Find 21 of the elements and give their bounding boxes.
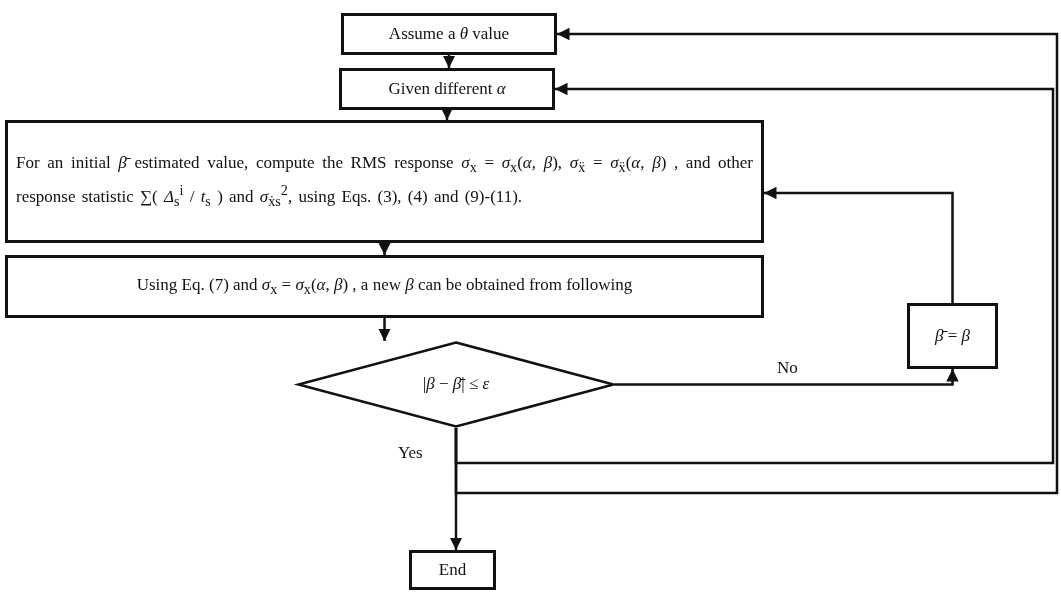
process-box <box>339 68 555 110</box>
decision-diamond <box>297 341 615 428</box>
arrow <box>378 242 391 255</box>
process-box <box>907 303 998 369</box>
arrow <box>442 55 456 68</box>
arrow <box>615 369 959 386</box>
node-text: β̄ = β <box>935 324 970 347</box>
arrow <box>378 318 391 341</box>
process-box <box>5 120 764 243</box>
node-text: Using Eq. (7) and σ$_{x}$ = σ$_{x}$(α, β) , a new β can be obtained from following <box>136 273 633 300</box>
process-box <box>5 255 764 318</box>
arrow <box>764 186 954 303</box>
node-text: Given different α <box>388 77 506 100</box>
node-text: End <box>438 558 467 581</box>
arrow <box>454 27 1059 495</box>
arrow <box>454 82 1055 465</box>
process-box <box>409 550 496 590</box>
node-text: |β − β̄| ≤ ε <box>422 373 490 396</box>
node-text: For an initial β̄ estimated value, compute the RMS response σ$_{x}$ = σ$_{x}$(α, β), σ$_{ẍ}$ = σ$_{ẍ}$(α, β) , and other response statistic ∑( Δ$_{s}$$^{i}$ / t$_{s}$ ) and σ$_{ẋs}$$^{2}$, using Eqs. (3), (4) and (9)-(11). <box>16 152 753 211</box>
process-box <box>341 13 557 55</box>
node-text: Assume a θ value <box>388 22 510 45</box>
